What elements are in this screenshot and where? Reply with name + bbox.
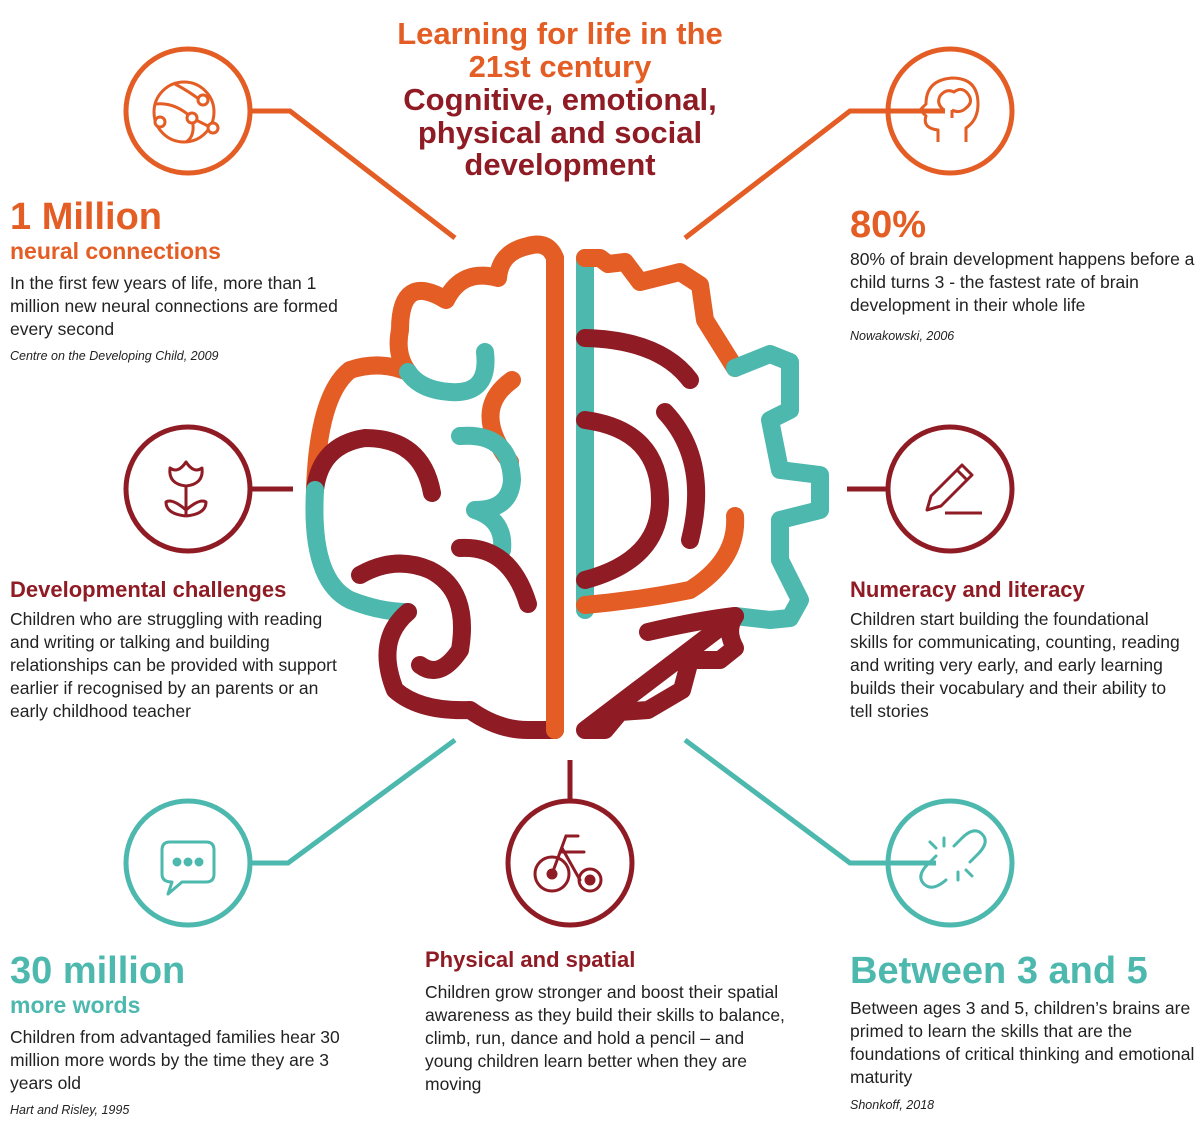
brain-gear-graphic — [305, 235, 829, 739]
right-gear-hemisphere — [576, 249, 829, 739]
icon-circles — [123, 46, 1015, 928]
flower-icon — [164, 460, 208, 518]
numeracy-heading: Numeracy and literacy — [850, 577, 1085, 602]
physical-heading: Physical and spatial — [425, 947, 636, 972]
globe-network-icon — [152, 80, 220, 144]
title-line-5: development — [464, 147, 656, 182]
title-line-1: Learning for life in the — [397, 16, 723, 51]
connector-words — [248, 737, 457, 866]
circle-ages — [885, 798, 1015, 928]
neural-subtitle: neural connections — [10, 238, 221, 264]
neural-stat: 1 Million — [10, 196, 162, 238]
circle-words — [123, 798, 253, 928]
speech-bubble-icon — [160, 840, 216, 896]
connector-brain-dev — [683, 108, 945, 240]
tricycle-icon — [533, 834, 603, 893]
broken-link-icon — [919, 829, 987, 889]
numeracy-body: Children start building the foundational… — [850, 609, 1180, 721]
title-line-2: 21st century — [468, 49, 652, 84]
ages-stat: Between 3 and 5 — [850, 950, 1148, 992]
challenges-body: Children who are struggling with reading… — [10, 609, 337, 721]
physical-body: Children grow stronger and boost their s… — [425, 982, 785, 1094]
circle-neural — [123, 46, 253, 176]
words-subtitle: more words — [10, 992, 141, 1018]
words-body: Children from advantaged families hear 3… — [10, 1027, 340, 1093]
circle-challenges — [123, 424, 253, 554]
ages-citation: Shonkoff, 2018 — [850, 1098, 935, 1112]
brain-dev-body: 80% of brain development happens before … — [850, 249, 1195, 315]
words-stat: 30 million — [10, 950, 186, 992]
brain-dev-stat: 80% — [850, 204, 927, 246]
neural-body: In the first few years of life, more tha… — [10, 273, 338, 339]
connector-neural — [250, 108, 457, 240]
challenges-heading: Developmental challenges — [10, 577, 287, 602]
circle-brain-dev — [885, 46, 1015, 176]
ages-body: Between ages 3 and 5, children’s brains … — [850, 998, 1195, 1087]
circle-numeracy — [885, 424, 1015, 554]
brain-dev-citation: Nowakowski, 2006 — [850, 329, 955, 343]
connector-lines — [248, 108, 945, 866]
title-line-3: Cognitive, emotional, — [403, 82, 717, 117]
title-line-4: physical and social — [417, 115, 703, 150]
connector-ages — [683, 737, 936, 866]
left-brain-hemisphere — [305, 235, 564, 739]
neural-citation: Centre on the Developing Child, 2009 — [10, 349, 219, 363]
words-citation: Hart and Risley, 1995 — [10, 1103, 130, 1117]
head-brain-icon — [918, 76, 980, 142]
pencil-icon — [925, 463, 982, 515]
circle-physical — [505, 798, 635, 928]
